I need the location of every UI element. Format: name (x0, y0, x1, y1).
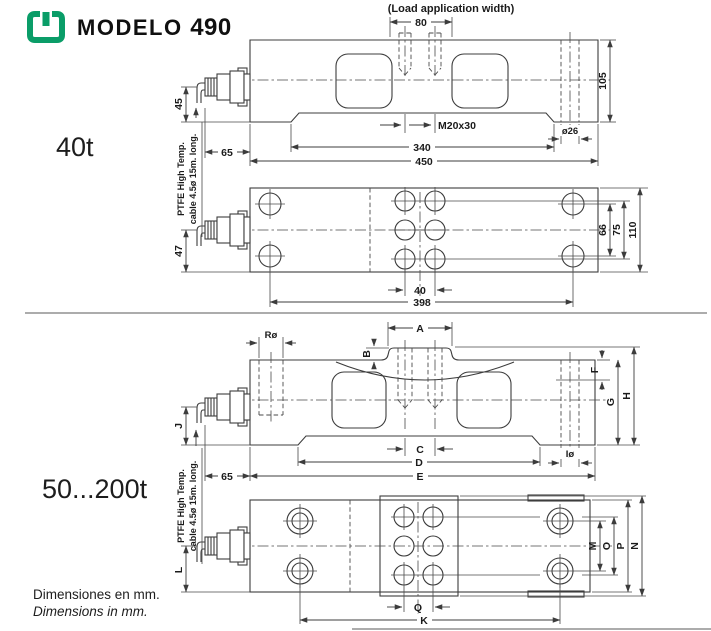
dimensions-40t-top: 66 75 110 40 398 47 (173, 187, 648, 309)
bolt-hole-left (398, 26, 412, 78)
bolt-hole-right (428, 26, 442, 78)
capacity-label-40t: 40t (56, 132, 94, 162)
capacity-label-50-200t: 50...200t (42, 474, 148, 504)
dim-I: Iø (566, 449, 575, 460)
end-hole-right (556, 352, 584, 450)
dim-A: A (416, 323, 424, 335)
top-view-50-200t (196, 494, 612, 614)
dim-E: E (416, 471, 423, 483)
dim-G: G (605, 398, 617, 406)
dimensions-40t-side: (Load application width) 80 45 65 M20x30… (173, 3, 616, 168)
model-number: 490 (190, 14, 232, 41)
dim-65-lower: 65 (221, 471, 233, 483)
dim-O: O (601, 542, 613, 550)
page-title: MODELO 490 (77, 14, 232, 42)
model-label: MODELO (77, 15, 183, 40)
side-view-50-200t (196, 340, 608, 450)
dimensions-50-200t-side: A B Rø F G H J (173, 322, 640, 483)
dim-P: P (615, 542, 627, 549)
dim-450: 450 (415, 156, 433, 168)
dim-45: 45 (173, 98, 185, 110)
dim-110: 110 (627, 221, 639, 238)
corner-holes (255, 189, 588, 271)
dim-B: B (361, 350, 373, 358)
dim-80: 80 (415, 17, 427, 29)
cable-note-50-200t: PTFE High Temp. cable 4.5ø 15m. long. (176, 429, 203, 564)
cable-connector (196, 387, 251, 427)
end-hole-left (258, 352, 284, 422)
cable-connector (196, 67, 251, 107)
dim-65: 65 (221, 147, 233, 159)
utilcell-logo (27, 11, 65, 43)
dim-L: L (173, 566, 185, 573)
footer-note: Dimensiones en mm. Dimensions in mm. (33, 587, 160, 621)
cable-connector (196, 210, 251, 250)
dim-D: D (415, 457, 423, 469)
corner-holes (283, 504, 577, 588)
side-view-40t (196, 26, 610, 130)
top-view-40t (196, 187, 610, 300)
dim-N: N (629, 542, 641, 550)
dim-66: 66 (597, 224, 609, 236)
dim-105: 105 (597, 72, 609, 90)
dim-Q: Q (414, 602, 422, 614)
cable-note-line2: cable 4.5ø 15m. long. (188, 461, 198, 552)
dim-40: 40 (414, 285, 426, 297)
dim-dia26: ø26 (562, 126, 578, 137)
dim-M: M (587, 541, 599, 550)
dim-C: C (416, 444, 424, 456)
dim-340: 340 (413, 142, 431, 154)
dim-75: 75 (611, 224, 623, 236)
footer-note-es: Dimensiones en mm. (33, 587, 160, 602)
center-hole-group (391, 504, 446, 588)
bolt-hole-left (397, 340, 413, 430)
cable-note-line2: cable 4.5ø 15m. long. (188, 134, 198, 225)
cable-note-line1: PTFE High Temp. (176, 469, 186, 543)
dim-F: F (589, 366, 601, 373)
cable-note-40t: PTFE High Temp. cable 4.5ø 15m. long. (176, 107, 203, 237)
dim-thread: M20x30 (438, 120, 476, 132)
cable-connector (196, 526, 251, 566)
dim-398: 398 (413, 297, 431, 309)
cable-note-line1: PTFE High Temp. (176, 142, 186, 216)
header: MODELO 490 (26, 10, 232, 46)
dim-K: K (420, 615, 428, 627)
dim-R: Rø (265, 330, 278, 341)
dim-47: 47 (173, 245, 185, 257)
dim-H: H (621, 392, 633, 400)
load-application-note: (Load application width) (388, 3, 515, 15)
dim-J: J (173, 423, 185, 429)
footer-note-en: Dimensions in mm. (33, 603, 148, 619)
dimensions-50-200t-top: M O P N Q K L (173, 495, 646, 627)
bolt-hole-right (427, 340, 443, 430)
end-hole-26 (560, 32, 580, 130)
